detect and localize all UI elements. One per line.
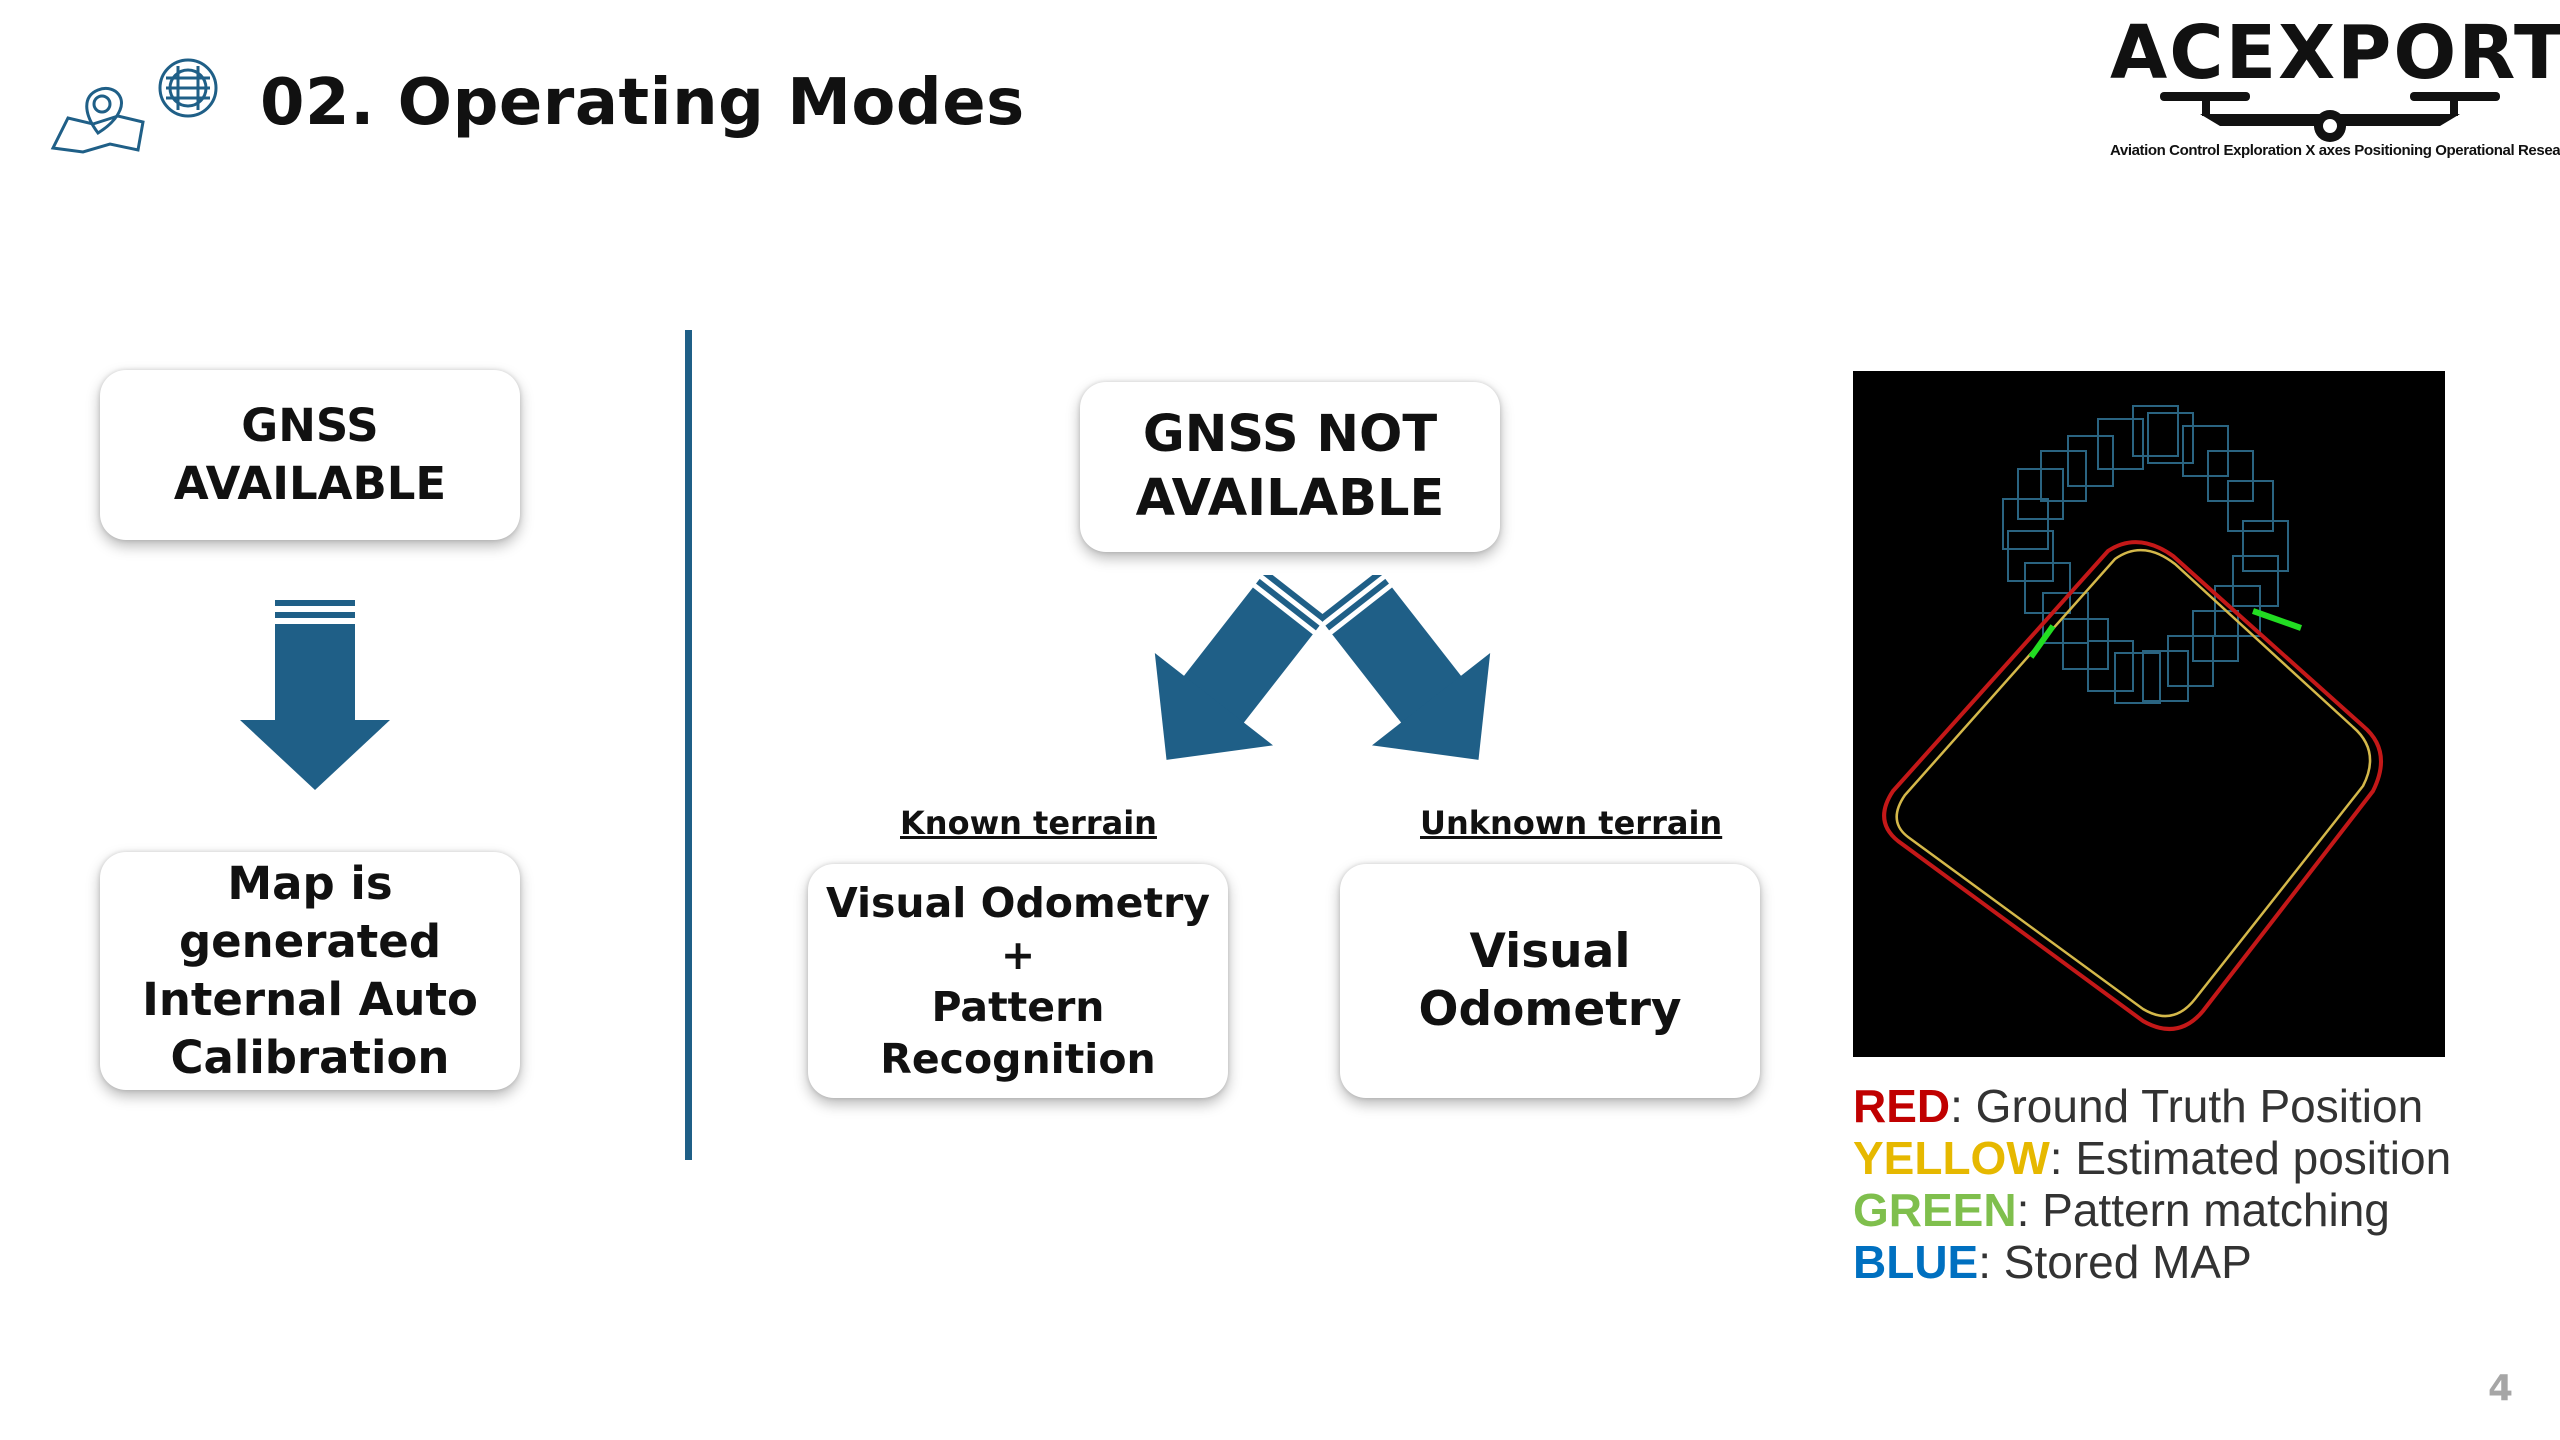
gnss-not-available-label: GNSS NOT AVAILABLE	[1135, 405, 1445, 528]
known-terrain-label: Known terrain	[900, 804, 1157, 842]
visual-odometry-box: Visual Odometry	[1340, 864, 1760, 1098]
legend: RED: Ground Truth Position YELLOW: Estim…	[1853, 1080, 2493, 1288]
map-location-icon	[50, 58, 218, 154]
visual-odometry-pattern-box: Visual Odometry + Pattern Recognition	[808, 864, 1228, 1098]
legend-item-red: RED: Ground Truth Position	[1853, 1080, 2493, 1132]
logo-tagline: Aviation Control Exploration X axes Posi…	[2110, 142, 2560, 159]
map-generated-label: Map is generated Internal Auto Calibrati…	[142, 857, 478, 1084]
legend-key-blue: BLUE	[1853, 1236, 1979, 1288]
acexport-logo: ACEXPORT Aviation Control Exploration X …	[2110, 10, 2560, 170]
vertical-divider	[685, 330, 692, 1160]
legend-key-green: GREEN	[1853, 1184, 2017, 1236]
legend-key-yellow: YELLOW	[1853, 1132, 2050, 1184]
unknown-terrain-label: Unknown terrain	[1420, 804, 1723, 842]
page-title: 02. Operating Modes	[260, 66, 1025, 140]
legend-key-red: RED	[1853, 1080, 1951, 1132]
gnss-not-available-box: GNSS NOT AVAILABLE	[1080, 382, 1500, 552]
legend-item-green: GREEN: Pattern matching	[1853, 1184, 2493, 1236]
legend-text-yellow: : Estimated position	[2049, 1132, 2452, 1184]
drone-icon	[2160, 92, 2500, 142]
legend-text-blue: : Stored MAP	[1978, 1236, 2252, 1288]
visual-odometry-label: Visual Odometry	[1418, 924, 1682, 1037]
legend-item-yellow: YELLOW: Estimated position	[1853, 1132, 2493, 1184]
map-generated-box: Map is generated Internal Auto Calibrati…	[100, 852, 520, 1090]
gnss-available-box: GNSS AVAILABLE	[100, 370, 520, 540]
legend-text-red: : Ground Truth Position	[1950, 1080, 2424, 1132]
legend-item-blue: BLUE: Stored MAP	[1853, 1236, 2493, 1288]
visual-odometry-pattern-label: Visual Odometry + Pattern Recognition	[825, 879, 1211, 1083]
legend-text-green: : Pattern matching	[2016, 1184, 2390, 1236]
gnss-available-label: GNSS AVAILABLE	[173, 399, 447, 510]
trajectory-map-image	[1853, 371, 2445, 1057]
logo-wordmark: ACEXPORT	[2110, 10, 2560, 96]
arrow-down-left-icon	[1154, 575, 1327, 760]
page-number: 4	[2488, 1368, 2514, 1409]
arrow-down-icon	[240, 600, 390, 790]
arrow-down-right-icon	[1318, 575, 1491, 760]
